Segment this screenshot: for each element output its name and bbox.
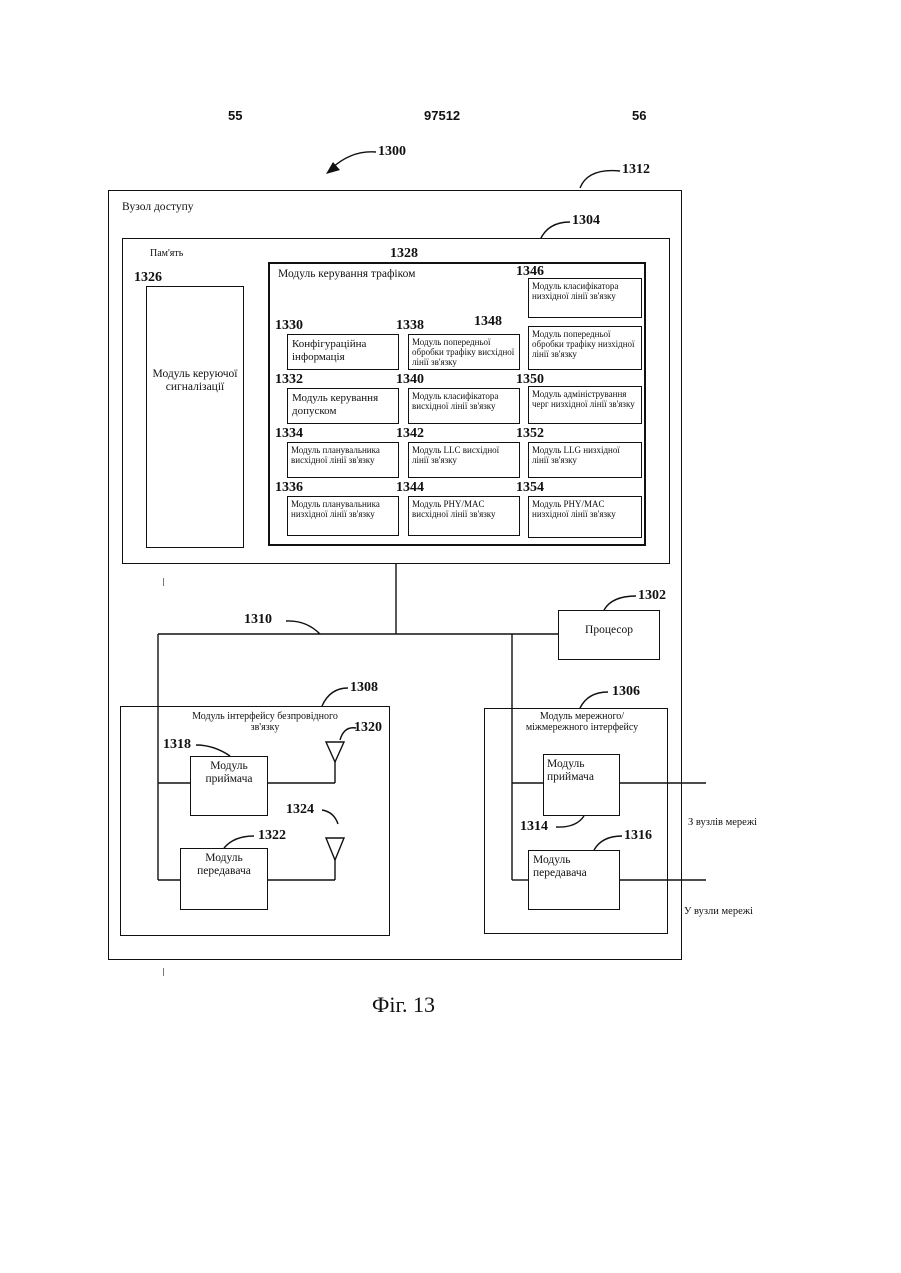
ul-llc-ref: 1342 (396, 426, 424, 442)
dl-preprocess-box: Модуль попередньої обробки трафіку низхі… (528, 326, 642, 370)
wireless-receiver-label: Модуль приймача (190, 760, 268, 786)
ul-preprocess-box: Модуль попередньої обробки трафіку висхі… (408, 334, 520, 370)
network-transmitter-ref: 1316 (624, 828, 652, 844)
ul-llc-box: Модуль LLC висхідної лінії зв'язку (408, 442, 520, 478)
memory-ref: 1304 (572, 213, 600, 229)
network-interface-label: Модуль мережного/міжмережного інтерфейсу (512, 711, 652, 733)
tx-antenna-ref: 1324 (286, 802, 314, 818)
figure-ref-arrow (332, 152, 376, 168)
ul-scheduler-ref: 1334 (275, 426, 303, 442)
figure-ref: 1300 (378, 144, 406, 160)
traffic-control-label: Модуль керування трафіком (278, 268, 415, 281)
dl-phymac-box: Модуль PHY/MAC низхідної лінії зв'язку (528, 496, 642, 538)
figure-caption: Фіг. 13 (372, 992, 435, 1018)
rx-antenna-ref: 1320 (354, 720, 382, 736)
admission-control-ref: 1332 (275, 372, 303, 388)
bus-ref: 1310 (244, 612, 272, 628)
control-signaling-ref: 1326 (134, 270, 162, 286)
config-info-box: Конфігураційна інформація (287, 334, 399, 370)
memory-label: Пам'ять (150, 248, 183, 259)
admission-control-box: Модуль керування допуском (287, 388, 399, 424)
network-interface-ref: 1306 (612, 684, 640, 700)
ul-classifier-box: Модуль класифікатора висхідної лінії зв'… (408, 388, 520, 424)
wireless-receiver-ref: 1318 (163, 737, 191, 753)
ul-phymac-box: Модуль PHY/MAC висхідної лінії зв'язку (408, 496, 520, 536)
traffic-control-ref: 1328 (390, 246, 418, 262)
access-node-label: Вузол доступу (122, 201, 193, 214)
wireless-interface-label: Модуль інтерфейсу безпровідного зв'язку (190, 711, 340, 733)
dl-preprocess-ref: 1348 (474, 314, 502, 330)
ul-preprocess-ref: 1338 (396, 318, 424, 334)
dl-queue-admin-box: Модуль адміністрування черг низхідної лі… (528, 386, 642, 424)
config-info-ref: 1330 (275, 318, 303, 334)
control-signaling-box (146, 286, 244, 548)
scan-mark (163, 578, 164, 586)
to-network-nodes-label: У вузли мережі (684, 906, 753, 917)
scan-mark (163, 968, 164, 976)
dl-phymac-ref: 1354 (516, 480, 544, 496)
dl-scheduler-box: Модуль планувальника низхідної лінії зв'… (287, 496, 399, 536)
ul-phymac-ref: 1344 (396, 480, 424, 496)
wireless-transmitter-label: Модуль передавача (180, 852, 268, 878)
network-transmitter-label: Модуль передавача (533, 854, 617, 880)
processor-ref: 1302 (638, 588, 666, 604)
access-node-ref: 1312 (622, 162, 650, 178)
wireless-interface-ref: 1308 (350, 680, 378, 696)
processor-label: Процесор (558, 624, 660, 637)
ul-classifier-ref: 1340 (396, 372, 424, 388)
network-receiver-ref: 1314 (520, 819, 548, 835)
wireless-transmitter-ref: 1322 (258, 828, 286, 844)
dl-llg-box: Модуль LLG низхідної лінії зв'язку (528, 442, 642, 478)
ul-scheduler-box: Модуль планувальника висхідної лінії зв'… (287, 442, 399, 478)
from-network-nodes-label: З вузлів мережі (688, 817, 757, 828)
dl-llg-ref: 1352 (516, 426, 544, 442)
leader-1312 (580, 171, 620, 188)
dl-scheduler-ref: 1336 (275, 480, 303, 496)
dl-classifier-box: Модуль класифікатора низхідної лінії зв'… (528, 278, 642, 318)
control-signaling-label: Модуль керуючої сигналізації (148, 368, 242, 394)
network-receiver-label: Модуль приймача (547, 758, 617, 784)
